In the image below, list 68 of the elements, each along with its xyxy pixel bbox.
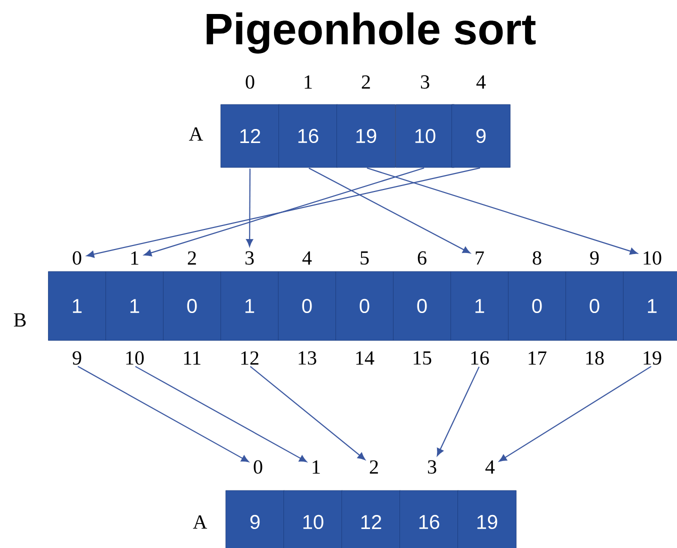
array-cell: 12 bbox=[342, 490, 400, 548]
index-label: 7 bbox=[476, 251, 484, 265]
arrow bbox=[250, 366, 366, 460]
arrow bbox=[246, 168, 254, 247]
arrow bbox=[366, 167, 638, 255]
array-cell: 1 bbox=[450, 271, 508, 341]
index-label: 16 bbox=[471, 351, 489, 365]
arrow bbox=[308, 168, 470, 254]
index-label: 1 bbox=[304, 75, 312, 89]
index-label: 1 bbox=[131, 251, 138, 265]
index-label: 4 bbox=[485, 460, 495, 474]
array-cell: 19 bbox=[336, 104, 396, 168]
index-label: 3 bbox=[428, 460, 436, 474]
array-cell: 1 bbox=[48, 271, 106, 341]
arrow bbox=[436, 366, 480, 456]
index-label: 10 bbox=[644, 251, 662, 265]
arrow bbox=[86, 167, 480, 258]
index-label: 12 bbox=[241, 351, 258, 365]
index-label: 3 bbox=[245, 251, 254, 265]
node-label: 19 bbox=[477, 514, 498, 530]
array-cell: 0 bbox=[566, 271, 624, 341]
index-label: 2 bbox=[188, 251, 196, 265]
index-label: 18 bbox=[586, 351, 604, 365]
index-label: B bbox=[14, 313, 26, 327]
array-cell: 0 bbox=[508, 271, 566, 341]
index-label: 8 bbox=[532, 251, 542, 265]
array-cell: 16 bbox=[400, 490, 458, 548]
array-cell: 10 bbox=[284, 490, 342, 548]
index-label: 13 bbox=[298, 351, 316, 365]
array-cell: 12 bbox=[220, 104, 280, 168]
index-label: 6 bbox=[418, 251, 426, 265]
index-label: 9 bbox=[72, 351, 82, 365]
index-label: 5 bbox=[360, 251, 369, 265]
index-label: 4 bbox=[476, 75, 486, 89]
index-label: 9 bbox=[590, 251, 599, 265]
arrow bbox=[499, 366, 652, 462]
array-cell: 1 bbox=[220, 271, 278, 341]
array-cell: 0 bbox=[278, 271, 336, 341]
index-label: 10 bbox=[126, 351, 144, 365]
index-label: 2 bbox=[362, 75, 370, 89]
array-cell: 1 bbox=[106, 271, 164, 341]
title: Pigeonhole sort bbox=[206, 12, 536, 54]
array-cell: 9 bbox=[226, 490, 284, 548]
array-cell: 10 bbox=[396, 104, 454, 168]
index-label: 15 bbox=[414, 351, 432, 365]
array-cell: 1 bbox=[623, 271, 677, 341]
arrow bbox=[78, 366, 249, 462]
index-label: 0 bbox=[72, 251, 82, 265]
index-label: 2 bbox=[370, 460, 378, 474]
array-cell: 19 bbox=[458, 490, 516, 548]
array-cell: 9 bbox=[452, 104, 510, 168]
array-cell: 0 bbox=[393, 271, 451, 341]
arrow bbox=[135, 366, 307, 462]
node-label: 10 bbox=[303, 514, 324, 530]
index-label: 3 bbox=[420, 75, 430, 89]
arrow bbox=[144, 167, 424, 256]
index-label: 14 bbox=[356, 351, 374, 365]
index-label: 0 bbox=[246, 75, 254, 89]
array-cell: 0 bbox=[163, 271, 221, 341]
index-label: 4 bbox=[302, 251, 312, 265]
index-label: 0 bbox=[254, 460, 262, 474]
index-label: 17 bbox=[528, 351, 546, 365]
index-label: A bbox=[192, 515, 208, 529]
index-label: 1 bbox=[312, 460, 320, 474]
index-label: 11 bbox=[184, 351, 200, 365]
index-label: 19 bbox=[644, 351, 662, 365]
array-cell: 16 bbox=[278, 104, 338, 168]
array-cell: 0 bbox=[336, 271, 394, 341]
